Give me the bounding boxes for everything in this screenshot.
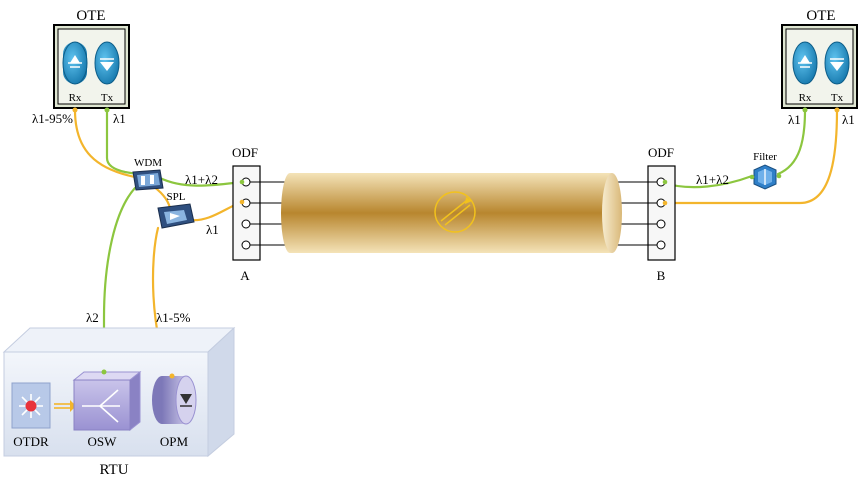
cable-left-end [281,173,299,253]
filter: Filter [749,151,782,190]
rtu-top-face [2,327,236,353]
filter-in-dot [749,174,755,180]
filter-icon [753,164,777,190]
otdr-laser-icon [25,400,37,412]
odf-a-title: ODF [232,145,258,160]
otdr-osw-arrow-icon [54,400,76,412]
odf-a-caption: A [240,268,250,283]
rtu: OTDR OSW [2,326,236,478]
wdm-icon [132,169,164,191]
ote-right-title: OTE [806,8,835,24]
osw-side [129,370,141,432]
cable-direction-icon [434,191,476,233]
ote-left-tx-label: Tx [101,92,114,104]
fiber-odf-b-tx [659,108,839,205]
ote-right-rx-label: Rx [799,92,812,104]
signal-left-rx: λ1-95% [32,111,73,126]
ote-right-tx-transceiver-icon [824,41,850,85]
osw-label: OSW [88,434,118,449]
otdr: OTDR [11,382,51,449]
odf-b-ports [656,177,666,250]
odf-b: ODF B [610,145,676,283]
wdm: WDM [132,157,164,191]
spl: SPL [157,191,195,229]
opm: OPM [152,373,197,449]
signal-combined-right: λ1+λ2 [696,172,729,187]
ote-right-rx-transceiver-icon [792,41,818,85]
signal-right-rx: λ1 [788,112,801,127]
signal-rtu-l1: λ1-5% [156,310,191,325]
fiber-left-tx [105,108,139,176]
ote-left-rx-label: Rx [69,92,82,104]
opm-label: OPM [160,434,189,449]
odf-b-port-2-dot [662,200,668,206]
osw-top [72,371,142,381]
spl-label: SPL [167,191,186,203]
odf-b-caption: B [657,268,666,283]
splitter-icon [157,203,195,229]
ote-left-rx-transceiver-icon [62,41,88,85]
odf-a: ODF A [232,145,292,283]
ote-left-tx-transceiver-icon [94,41,120,85]
osw-switch-icon [82,389,120,423]
fiber-wdm-osw [102,186,137,374]
filter-out-dot [776,173,782,179]
odf-b-title: ODF [648,145,674,160]
odf-a-port-4 [241,240,251,250]
opm-detector-icon [180,394,192,407]
opm-port-dot [169,373,175,379]
signal-spl-out: λ1 [206,222,219,237]
ote-right: OTE Rx Tx [781,8,858,113]
odf-a-port-2-dot [239,199,245,205]
fiber-cable [281,173,622,253]
fiber-left-rx [73,108,142,180]
signal-combined-left: λ1+λ2 [185,172,218,187]
ote-left: OTE Rx Tx [53,8,130,113]
osw: OSW [72,369,142,449]
odf-a-port-3 [241,219,251,229]
otdr-label: OTDR [13,434,49,449]
odf-b-port-1-dot [662,179,668,185]
ote-left-title: OTE [76,8,105,24]
wdm-label: WDM [134,157,162,169]
fiber-filter-rx [776,108,807,176]
odf-b-port-3 [656,219,666,229]
signal-right-tx: λ1 [842,112,855,127]
otdr-box [11,382,51,429]
filter-label: Filter [753,151,777,163]
signal-rtu-l2: λ2 [86,310,99,325]
cable-right-end [602,173,622,253]
ote-right-tx-label: Tx [831,92,844,104]
osw-port-dot [101,369,107,375]
signal-left-tx: λ1 [113,111,126,126]
rtu-title: RTU [99,462,128,478]
odf-b-port-4 [656,240,666,250]
odf-a-port-1-dot [239,179,245,185]
